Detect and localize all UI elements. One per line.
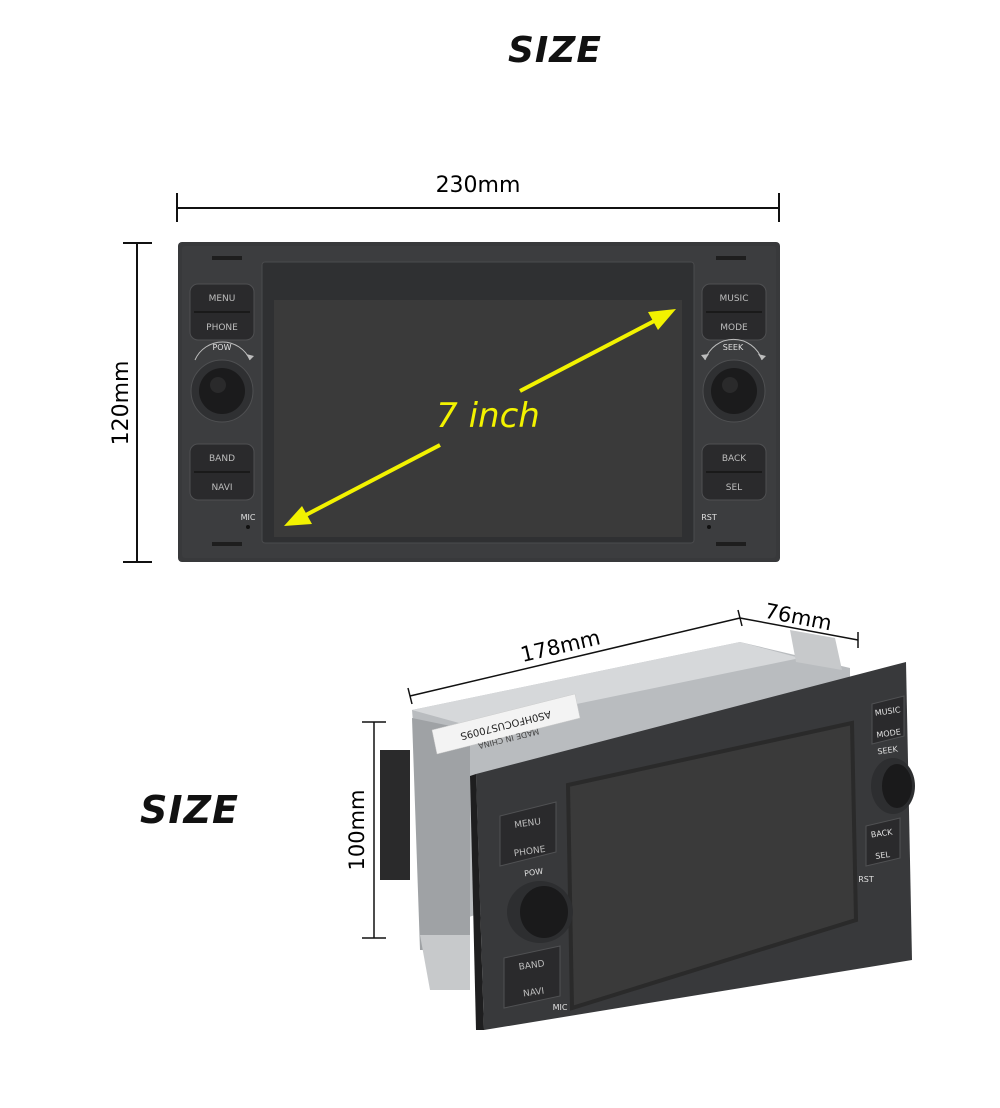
svg-text:MODE: MODE [876,727,901,739]
side-mic-label: MIC [553,1003,568,1012]
band-navi-button[interactable]: BAND NAVI [189,443,255,501]
height-label: 120mm [109,361,134,446]
rst-hole [707,525,711,529]
svg-text:SEL: SEL [875,850,891,861]
depth-short-label: 76mm [763,599,834,635]
svg-text:BAND: BAND [518,959,545,973]
mic-hole [246,525,250,529]
navi-label: NAVI [211,483,232,493]
back-sel-button[interactable]: BACK SEL [701,443,767,501]
mic-label: MIC [241,513,256,522]
menu-phone-button[interactable]: MENU PHONE [189,283,255,341]
seek-knob[interactable]: SEEK [701,338,766,423]
svg-text:SEEK: SEEK [877,745,899,757]
side-height-dimension-line [362,721,386,939]
front-view-figure: 230mm 120mm MENU PHONE POW BAND NAVI MIC [109,173,780,563]
svg-text:MENU: MENU [514,817,542,831]
music-mode-button[interactable]: MUSIC MODE [701,283,767,341]
music-label: MUSIC [719,294,748,304]
rear-connector [380,750,410,880]
sel-label: SEL [726,483,742,493]
side-title: SIZE [140,788,240,832]
phone-label: PHONE [206,323,238,333]
side-music-mode-button[interactable]: MUSIC MODE [871,695,905,745]
svg-text:MUSIC: MUSIC [874,705,901,718]
svg-text:NAVI: NAVI [523,987,545,1000]
menu-label: MENU [209,294,236,304]
side-band-navi-button[interactable]: BAND NAVI [503,945,561,1009]
side-menu-phone-button[interactable]: MENU PHONE [499,801,557,867]
side-view-figure: 178mm 76mm 100mm AS0HFOCUS7009S MADE IN … [345,599,915,1030]
rst-label: RST [701,513,717,522]
page-title: SIZE [507,30,603,71]
diagonal-arrow [284,309,676,526]
side-back-sel-button[interactable]: BACK SEL [865,817,901,867]
side-rst-label: RST [858,875,874,884]
depth-short-dimension-line [739,617,859,648]
side-height-label: 100mm [345,790,369,871]
side-power-knob[interactable]: POW [507,867,573,943]
svg-text:BACK: BACK [870,827,893,839]
width-label: 230mm [436,173,521,198]
width-dimension-line [176,193,780,222]
height-dimension-line [123,242,152,563]
back-label: BACK [722,454,747,464]
mode-label: MODE [720,323,748,333]
pow-label: POW [212,343,231,352]
screen-size-label: 7 inch [436,396,540,436]
side-screen [565,720,859,1011]
seek-label: SEEK [723,343,744,352]
svg-text:POW: POW [524,867,544,879]
power-knob[interactable]: POW [190,341,254,423]
svg-text:PHONE: PHONE [513,845,546,859]
side-seek-knob[interactable]: SEEK [871,745,915,814]
band-label: BAND [209,454,235,464]
